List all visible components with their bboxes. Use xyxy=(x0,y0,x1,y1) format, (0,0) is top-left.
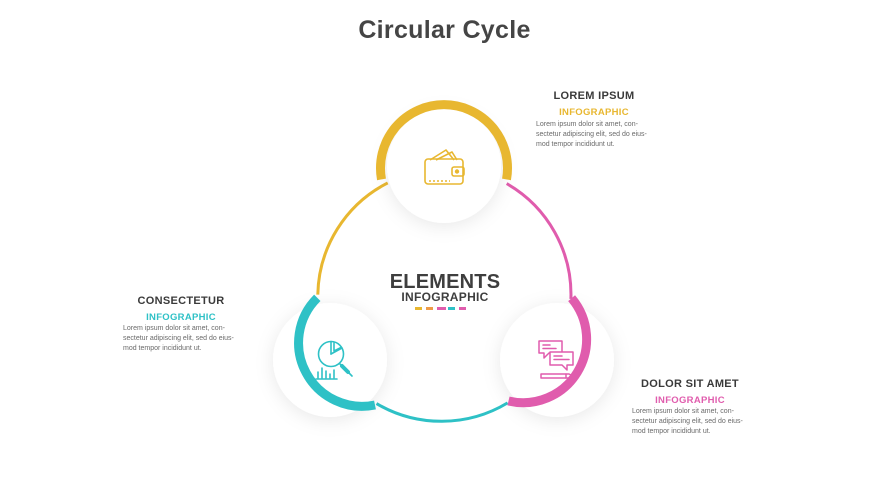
step-block-dolor-sit-amet: DOLOR SIT AMET INFOGRAPHIC xyxy=(632,378,748,406)
wallet-icon xyxy=(424,149,465,185)
description-line: sectetur adipiscing elit, sed do eius- xyxy=(536,131,647,138)
description-line: mod tempor incididunt ut. xyxy=(536,141,615,148)
step-subheading: INFOGRAPHIC xyxy=(146,312,216,323)
step-subheading: INFOGRAPHIC xyxy=(655,395,725,406)
step-heading: LOREM IPSUM xyxy=(553,90,635,102)
pie-chart-search-icon xyxy=(315,340,353,380)
step-block-lorem-ipsum: LOREM IPSUM INFOGRAPHIC xyxy=(536,90,652,118)
step-heading: CONSECTETUR xyxy=(137,295,225,307)
description-line: Lorem ipsum dolor sit amet, con- xyxy=(123,325,225,332)
node-yellow xyxy=(376,100,512,223)
step-description-dolor-sit-amet: Lorem ipsum dolor sit amet, con- sectetu… xyxy=(632,407,757,437)
description-line: sectetur adipiscing elit, sed do eius- xyxy=(123,335,234,342)
arc-teal-segment xyxy=(375,401,509,423)
node-yellow-ring-arc xyxy=(376,100,512,181)
center-title: ELEMENTS xyxy=(389,271,501,293)
center-subtitle: INFOGRAPHIC xyxy=(401,290,489,304)
step-heading: DOLOR SIT AMET xyxy=(641,378,739,390)
arc-pink-segment xyxy=(505,182,573,299)
divider-dash xyxy=(415,307,422,310)
chat-bubbles-icon xyxy=(538,340,574,379)
node-pink-ring-arc xyxy=(507,295,592,408)
step-subheading: INFOGRAPHIC xyxy=(559,107,629,118)
description-line: Lorem ipsum dolor sit amet, con- xyxy=(536,121,638,128)
cycle-ring xyxy=(316,181,573,423)
center-divider xyxy=(415,307,466,310)
step-description-consectetur: Lorem ipsum dolor sit amet, con- sectetu… xyxy=(123,324,248,354)
step-description-lorem-ipsum: Lorem ipsum dolor sit amet, con- sectetu… xyxy=(536,120,661,150)
description-line: mod tempor incididunt ut. xyxy=(632,428,711,435)
divider-dash xyxy=(437,307,446,310)
node-teal-ring-arc xyxy=(294,294,376,411)
page-title: Circular Cycle xyxy=(358,16,531,44)
divider-dash xyxy=(459,307,466,310)
divider-dash xyxy=(426,307,433,310)
description-line: Lorem ipsum dolor sit amet, con- xyxy=(632,408,734,415)
description-line: mod tempor incididunt ut. xyxy=(123,345,202,352)
arc-yellow-segment xyxy=(316,181,389,295)
step-block-consectetur: CONSECTETUR INFOGRAPHIC xyxy=(123,295,239,323)
node-yellow-disc xyxy=(387,109,501,223)
node-teal xyxy=(273,294,387,417)
divider-dash xyxy=(448,307,455,310)
description-line: sectetur adipiscing elit, sed do eius- xyxy=(632,418,743,425)
